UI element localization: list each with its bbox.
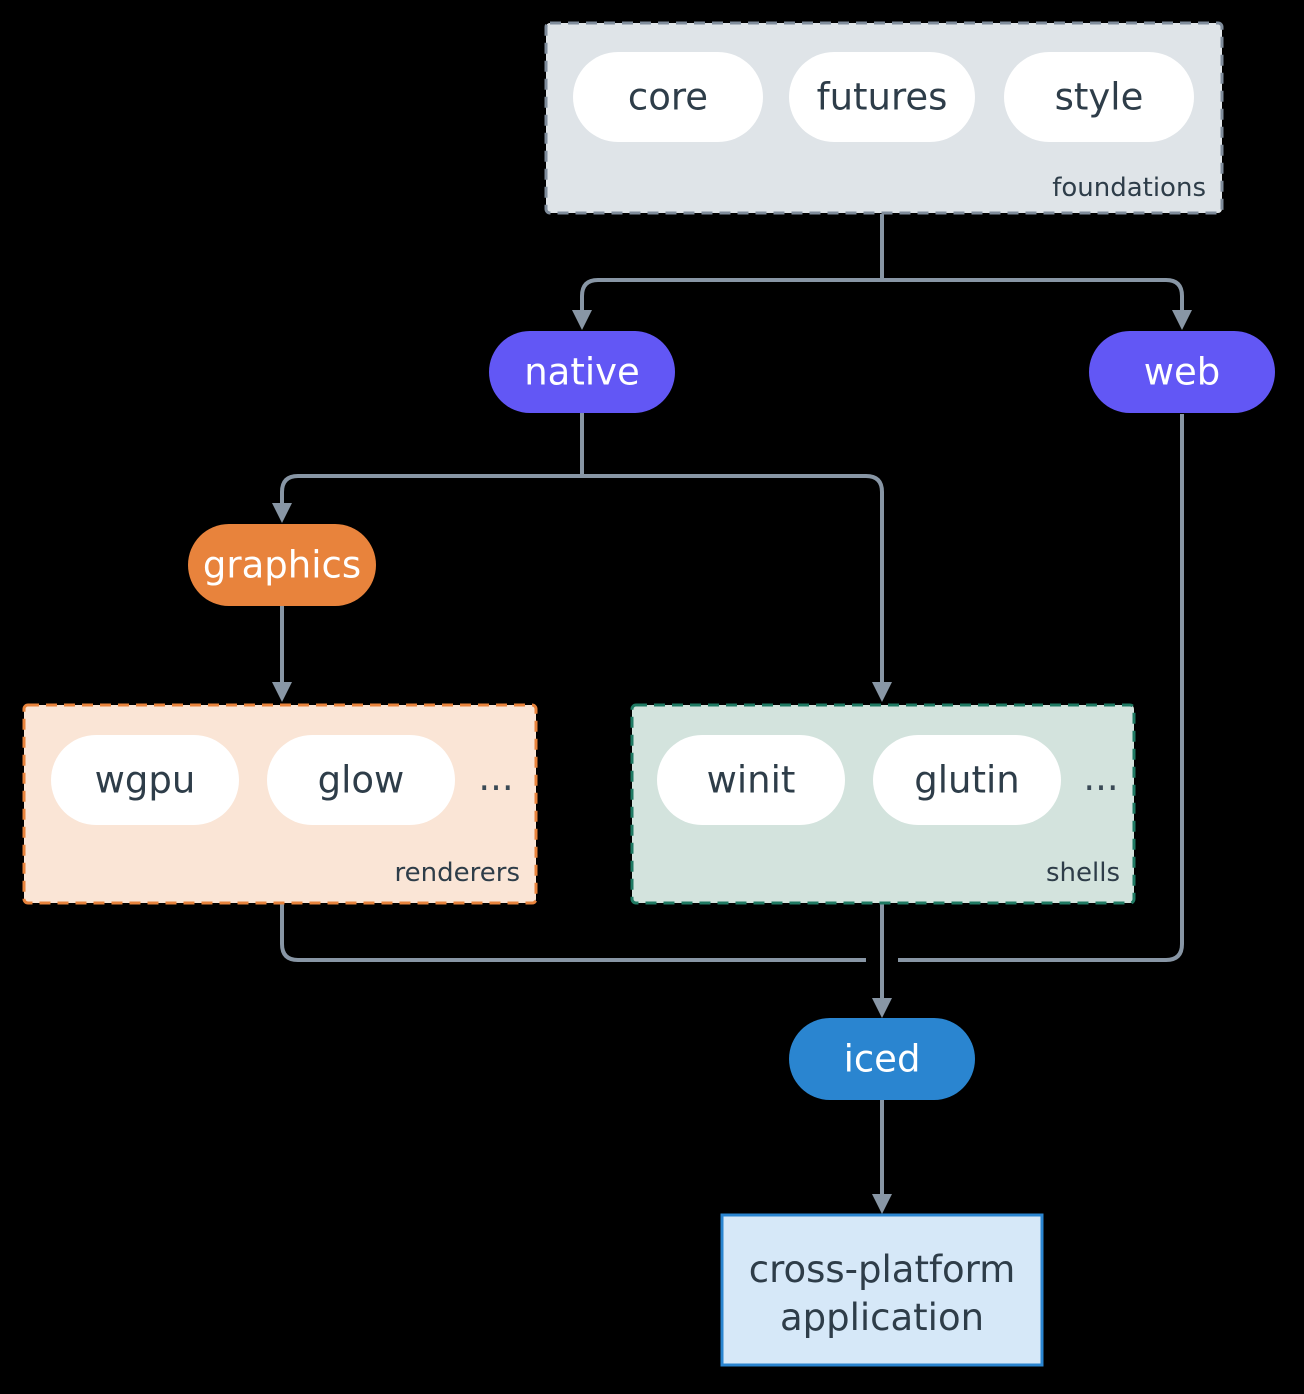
shells-caption: shells bbox=[1046, 858, 1120, 888]
iced-label: iced bbox=[844, 1038, 921, 1081]
foundations-pill-futures[interactable] bbox=[789, 52, 975, 142]
arrowhead-graphics-top bbox=[272, 503, 292, 523]
foundations-label-style: style bbox=[1055, 76, 1144, 119]
application-label-line1: cross-platform bbox=[749, 1248, 1016, 1291]
renderers-label-wgpu: wgpu bbox=[95, 759, 196, 802]
renderers-pill-wgpu[interactable] bbox=[51, 735, 239, 825]
group-shells[interactable]: winit glutin ... shells bbox=[630, 703, 1136, 905]
renderers-pill-glow[interactable] bbox=[267, 735, 455, 825]
application-shape bbox=[720, 1213, 1044, 1367]
shells-pill-winit[interactable] bbox=[657, 735, 845, 825]
edge-foundations-to-native bbox=[580, 278, 882, 314]
web-label: web bbox=[1144, 351, 1221, 394]
edge-web-to-iced bbox=[898, 414, 1184, 962]
node-graphics[interactable]: graphics bbox=[188, 524, 376, 606]
foundations-label-futures: futures bbox=[817, 76, 948, 119]
node-web[interactable]: web bbox=[1089, 331, 1275, 413]
edge-native-to-shells bbox=[582, 474, 884, 684]
arrowhead-native-top bbox=[572, 310, 592, 330]
foundations-caption: foundations bbox=[1052, 173, 1206, 203]
group-foundations[interactable]: core futures style foundations bbox=[544, 21, 1224, 215]
edge-renderers-to-iced bbox=[280, 904, 866, 962]
web-shape bbox=[1089, 331, 1275, 413]
foundations-label-core: core bbox=[628, 76, 708, 119]
shells-overflow-ellipsis: ... bbox=[1083, 756, 1118, 799]
node-iced[interactable]: iced bbox=[789, 1018, 975, 1100]
native-shape bbox=[489, 331, 675, 413]
arrowhead-application-top bbox=[872, 1194, 892, 1214]
native-label: native bbox=[524, 351, 640, 394]
shells-label-winit: winit bbox=[707, 759, 796, 802]
graphics-label: graphics bbox=[203, 544, 361, 587]
arrowhead-web-top bbox=[1172, 310, 1192, 330]
shells-label-glutin: glutin bbox=[914, 759, 1019, 802]
foundations-pill-core[interactable] bbox=[573, 52, 763, 142]
arrowhead-renderers-top bbox=[272, 682, 292, 702]
arrowhead-shells-top bbox=[872, 682, 892, 702]
node-native[interactable]: native bbox=[489, 331, 675, 413]
renderers-caption: renderers bbox=[395, 858, 520, 888]
edge-native-to-graphics bbox=[280, 474, 582, 508]
foundations-pill-style[interactable] bbox=[1004, 52, 1194, 142]
group-renderers[interactable]: wgpu glow ... renderers bbox=[22, 703, 538, 905]
edge-layer bbox=[272, 214, 1192, 1214]
renderers-label-glow: glow bbox=[318, 759, 405, 802]
edge-foundations-to-web bbox=[882, 278, 1184, 314]
graphics-shape bbox=[188, 524, 376, 606]
shells-pill-glutin[interactable] bbox=[873, 735, 1061, 825]
node-application[interactable]: cross-platform application bbox=[720, 1213, 1044, 1367]
renderers-overflow-ellipsis: ... bbox=[478, 756, 513, 799]
iced-shape bbox=[789, 1018, 975, 1100]
arrowhead-iced-top bbox=[872, 998, 892, 1018]
application-label-line2: application bbox=[780, 1296, 984, 1339]
